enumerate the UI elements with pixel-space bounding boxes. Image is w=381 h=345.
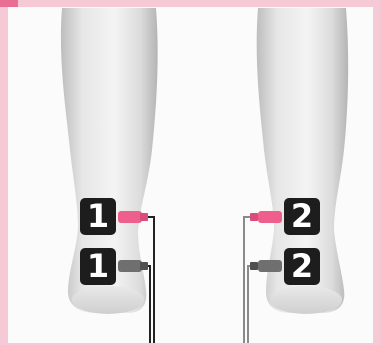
right-lower-electrode-label: 2 xyxy=(284,248,320,285)
right-heel xyxy=(270,286,342,314)
left-heel xyxy=(72,286,144,314)
right-lower-connector xyxy=(250,260,282,272)
left-lower-connector xyxy=(118,260,148,272)
right-upper-connector xyxy=(250,211,282,223)
right-upper-electrode-label: 2 xyxy=(284,198,320,235)
right-lower-cable xyxy=(248,266,254,345)
left-upper-electrode-label: 1 xyxy=(80,198,116,235)
left-lower-electrode-label: 1 xyxy=(80,248,116,285)
left-upper-connector xyxy=(118,211,148,223)
left-lower-cable xyxy=(146,266,150,345)
